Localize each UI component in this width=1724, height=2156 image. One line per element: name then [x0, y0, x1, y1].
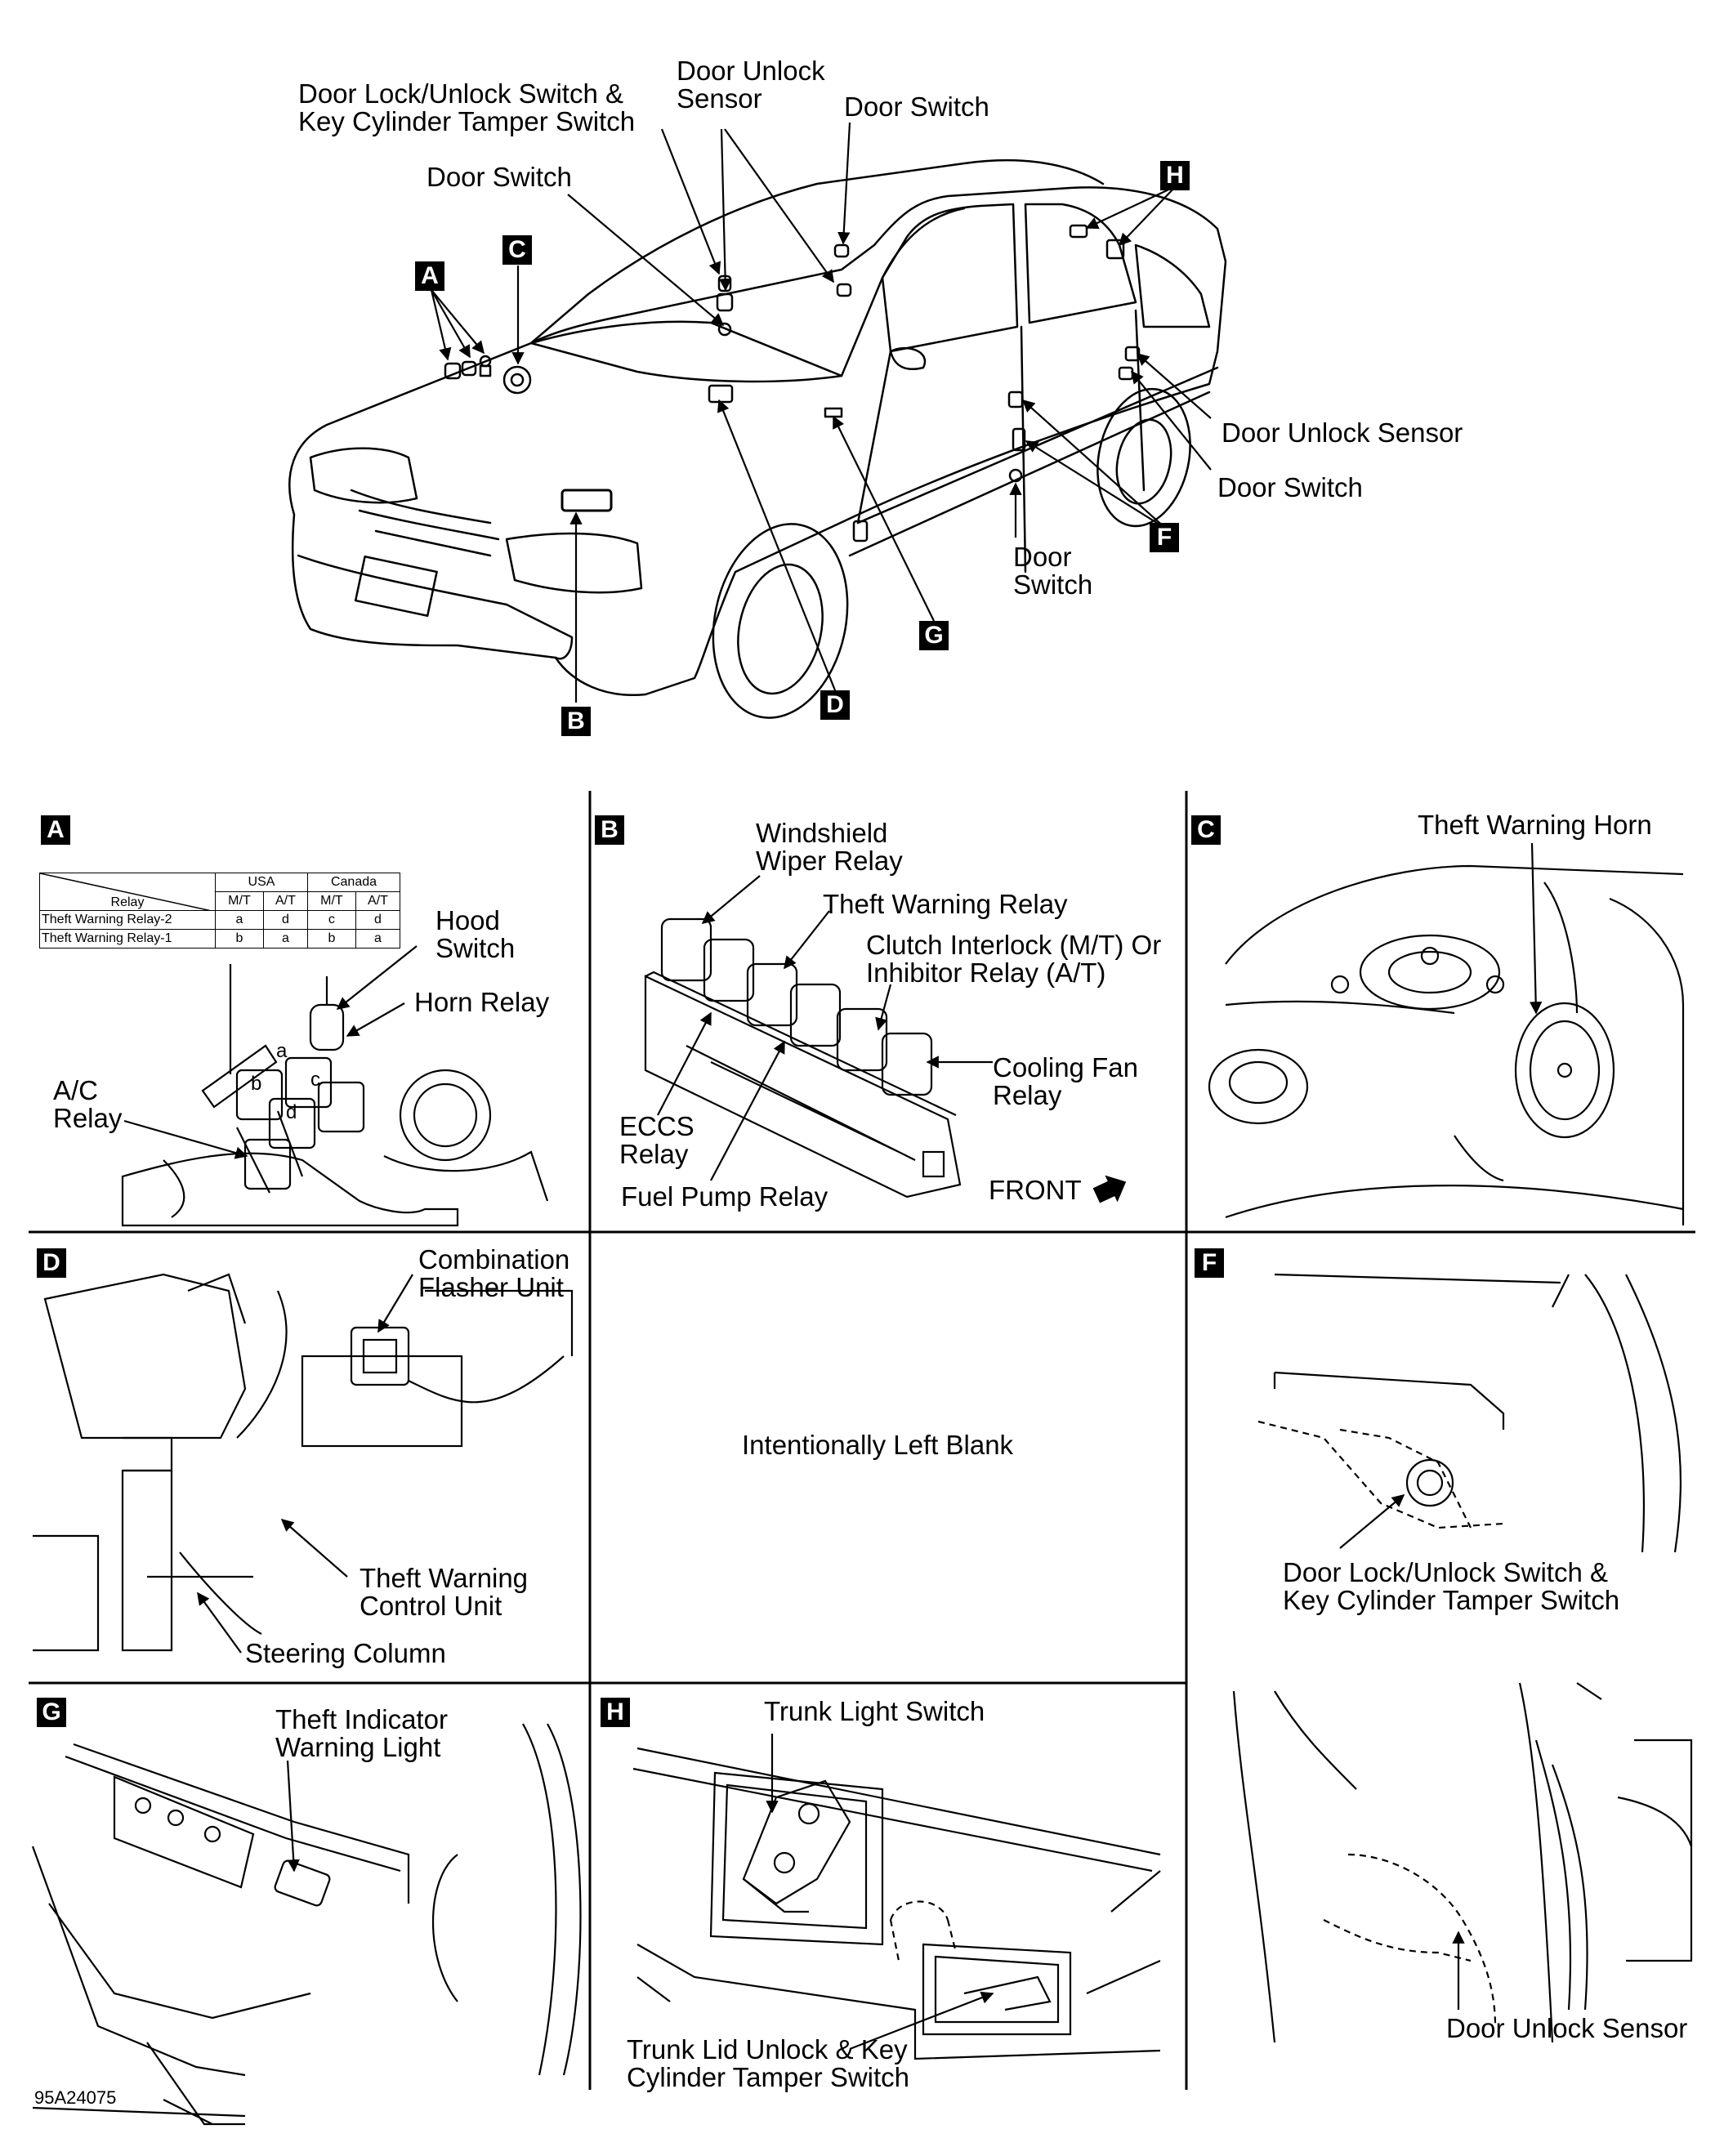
relay-cell: a	[215, 910, 264, 930]
label-eccs-relay: ECCS Relay	[619, 1111, 695, 1169]
panel-h-leaders	[766, 1734, 994, 2051]
label-door-switch-top-left: Door Switch	[427, 162, 572, 192]
label-windshield-wiper-relay: Windshield Wiper Relay	[756, 818, 903, 876]
relay-cell: b	[306, 929, 356, 949]
badge-d-panel: D	[37, 1248, 66, 1278]
panel-b-illustration	[644, 917, 962, 1199]
panel-d-leaders	[197, 1274, 413, 1654]
relay-table-sub: M/T	[215, 891, 264, 911]
label-ac-relay: A/C Relay	[53, 1075, 123, 1133]
badge-d-car: D	[820, 690, 850, 720]
badge-f-car: F	[1150, 523, 1179, 552]
car-leader-lines	[430, 122, 1212, 703]
badge-h-panel: H	[601, 1698, 630, 1727]
panel-c-illustration	[1208, 864, 1685, 1225]
relay-table-corner-label: Relay	[110, 895, 145, 909]
front-arrow-icon	[1092, 1175, 1127, 1203]
relay-cell: a	[355, 929, 401, 949]
relay-table-diagonal	[40, 873, 212, 911]
figure-id: 95A24075	[34, 2087, 117, 2108]
label-door-switch-bottom: Door Switch	[1013, 542, 1093, 600]
label-front: FRONT	[989, 1175, 1082, 1205]
table-row: Theft Warning Relay-2 a d c d	[39, 910, 401, 930]
badge-f-panel: F	[1195, 1248, 1224, 1278]
relay-table-corner: Relay	[39, 873, 216, 911]
panel-b-leaders	[657, 875, 993, 1181]
relay-letter: d	[286, 1101, 297, 1123]
panel-c-leader	[1529, 842, 1543, 1015]
label-cooling-fan-relay: Cooling Fan Relay	[993, 1052, 1138, 1110]
car-illustration	[288, 158, 1227, 719]
label-theft-warning-horn: Theft Warning Horn	[1418, 810, 1652, 840]
relay-cell: d	[355, 910, 401, 930]
label-hood-switch: Hood Switch	[435, 905, 516, 963]
badge-a-car: A	[415, 261, 444, 291]
relay-name: Theft Warning Relay-1	[39, 929, 216, 949]
badge-g-car: G	[919, 621, 949, 650]
table-row: Theft Warning Relay-1 b a b a	[39, 929, 401, 949]
panel-grid	[29, 791, 1695, 2090]
panel-a-leaders	[123, 945, 418, 1159]
label-door-switch-top-right: Door Switch	[844, 92, 989, 122]
label-f-door-lock-unlock-switch: Door Lock/Unlock Switch & Key Cylinder T…	[1283, 1557, 1620, 1615]
label-theft-warning-relay: Theft Warning Relay	[823, 889, 1068, 919]
badge-a-panel: A	[41, 815, 70, 845]
panel-a-illustration	[121, 964, 549, 1227]
panel-f-leaders	[1339, 1494, 1465, 2010]
relay-table-usa: USA	[215, 873, 308, 892]
relay-letter: b	[251, 1073, 262, 1095]
badge-c-panel: C	[1191, 815, 1221, 845]
label-steering-column: Steering Column	[245, 1638, 446, 1668]
relay-table: Relay USA Canada M/T A/T M/T A/T Theft W…	[39, 873, 401, 949]
panel-g-leader	[286, 1760, 300, 1873]
relay-cell: a	[262, 929, 308, 949]
label-combination-flasher-unit: Combination Flasher Unit	[418, 1244, 570, 1302]
relay-table-sub: A/T	[262, 891, 308, 911]
relay-name: Theft Warning Relay-2	[39, 910, 216, 930]
relay-cell: c	[306, 910, 356, 930]
relay-letter: c	[310, 1069, 320, 1091]
label-intentionally-left-blank: Intentionally Left Blank	[742, 1430, 1014, 1460]
relay-table-sub: A/T	[355, 891, 401, 911]
label-f-door-unlock-sensor: Door Unlock Sensor	[1446, 2013, 1688, 2043]
relay-letter: a	[276, 1040, 288, 1062]
label-door-lock-unlock-switch: Door Lock/Unlock Switch & Key Cylinder T…	[298, 78, 636, 136]
relay-cell: d	[262, 910, 308, 930]
relay-cell: b	[215, 929, 264, 949]
panel-h-illustration	[632, 1747, 1161, 2060]
badge-g-panel: G	[37, 1698, 66, 1727]
label-door-unlock-sensor-top: Door Unlock Sensor	[677, 56, 825, 114]
badge-b-panel: B	[595, 815, 624, 845]
label-clutch-interlock: Clutch Interlock (M/T) Or Inhibitor Rela…	[866, 930, 1162, 988]
label-trunk-light-switch: Trunk Light Switch	[764, 1696, 985, 1726]
badge-h-car: H	[1160, 161, 1190, 190]
label-trunk-lid-unlock: Trunk Lid Unlock & Key Cylinder Tamper S…	[627, 2034, 910, 2092]
badge-c-car: C	[502, 235, 532, 265]
relay-table-canada: Canada	[306, 873, 401, 892]
label-door-switch-right: Door Switch	[1217, 472, 1363, 502]
panel-g-illustration	[31, 1723, 582, 2126]
panel-f-illustration	[1232, 1273, 1693, 2043]
badge-b-car: B	[561, 707, 591, 736]
relay-table-sub: M/T	[306, 891, 356, 911]
label-theft-indicator-warning-light: Theft Indicator Warning Light	[275, 1704, 448, 1762]
label-door-unlock-sensor-right: Door Unlock Sensor	[1222, 417, 1463, 448]
label-theft-warning-control-unit: Theft Warning Control Unit	[360, 1563, 529, 1621]
label-fuel-pump-relay: Fuel Pump Relay	[621, 1181, 829, 1212]
label-horn-relay: Horn Relay	[414, 987, 550, 1017]
